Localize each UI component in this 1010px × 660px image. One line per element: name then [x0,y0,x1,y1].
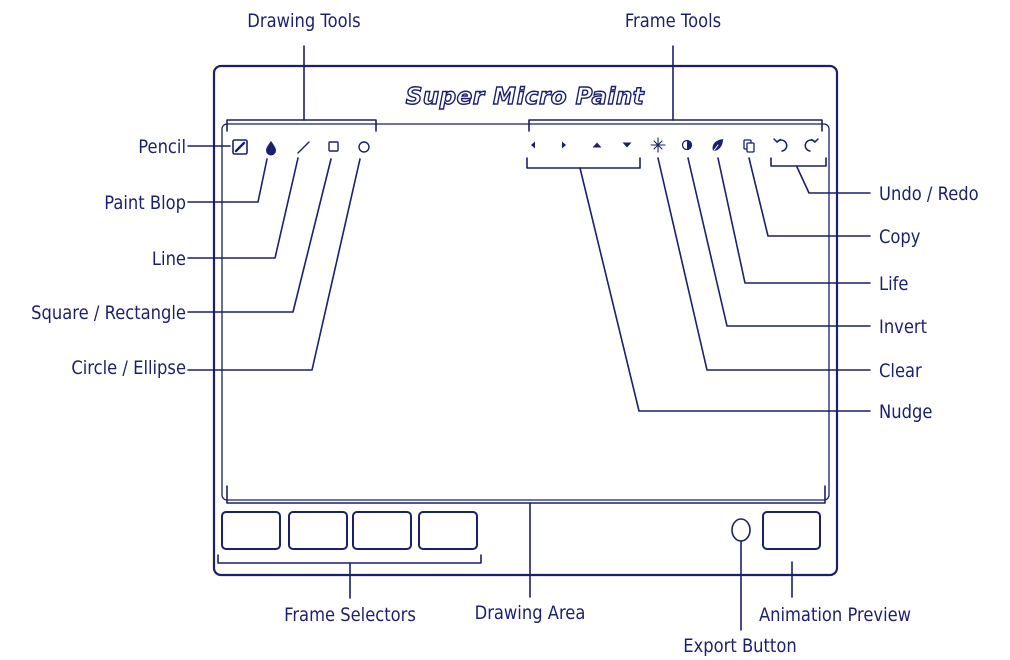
leaf-icon[interactable] [711,139,723,154]
label-clear: Clear [879,360,922,382]
half-circle-icon[interactable] [681,139,693,151]
triangle-left-icon[interactable] [531,141,535,149]
label-life: Life [879,273,909,295]
frame-selector-2[interactable] [288,511,348,550]
label-animation-preview: Animation Preview [758,604,912,626]
label-invert: Invert [879,316,928,338]
drop-icon[interactable] [266,141,276,156]
app-title: Super Micro Paint [405,83,645,110]
line-icon[interactable] [297,141,310,154]
label-frame-selectors: Frame Selectors [284,604,416,626]
label-square-rectangle: Square / Rectangle [31,302,186,324]
undo-icon[interactable] [773,138,788,152]
label-line: Line [151,248,186,270]
annotation-lines [187,45,871,631]
label-frame-tools: Frame Tools [624,10,722,32]
device-frame [212,64,839,577]
label-paint-blop: Paint Blop [104,192,186,214]
export-button[interactable] [731,518,751,542]
sparkle-icon[interactable] [650,137,666,153]
label-export-button: Export Button [683,635,797,657]
label-drawing-tools: Drawing Tools [247,10,361,32]
triangle-down-icon[interactable] [622,142,632,148]
label-pencil: Pencil [138,136,186,158]
label-undo-redo: Undo / Redo [879,183,979,205]
label-copy: Copy [879,226,921,248]
circle-icon[interactable] [358,141,370,153]
redo-icon[interactable] [804,138,819,152]
triangle-up-icon[interactable] [592,142,602,148]
square-icon[interactable] [328,141,339,152]
drawing-area[interactable] [221,123,830,501]
frame-selector-3[interactable] [352,511,412,550]
triangle-right-icon[interactable] [562,141,566,149]
pencil-icon[interactable] [232,139,248,155]
frame-selector-1[interactable] [221,511,281,550]
animation-preview[interactable] [762,511,821,550]
frame-selector-4[interactable] [418,511,478,550]
label-circle-ellipse: Circle / Ellipse [71,357,186,379]
label-nudge: Nudge [879,401,933,423]
copy-icon[interactable] [743,139,755,153]
label-drawing-area: Drawing Area [474,602,586,624]
